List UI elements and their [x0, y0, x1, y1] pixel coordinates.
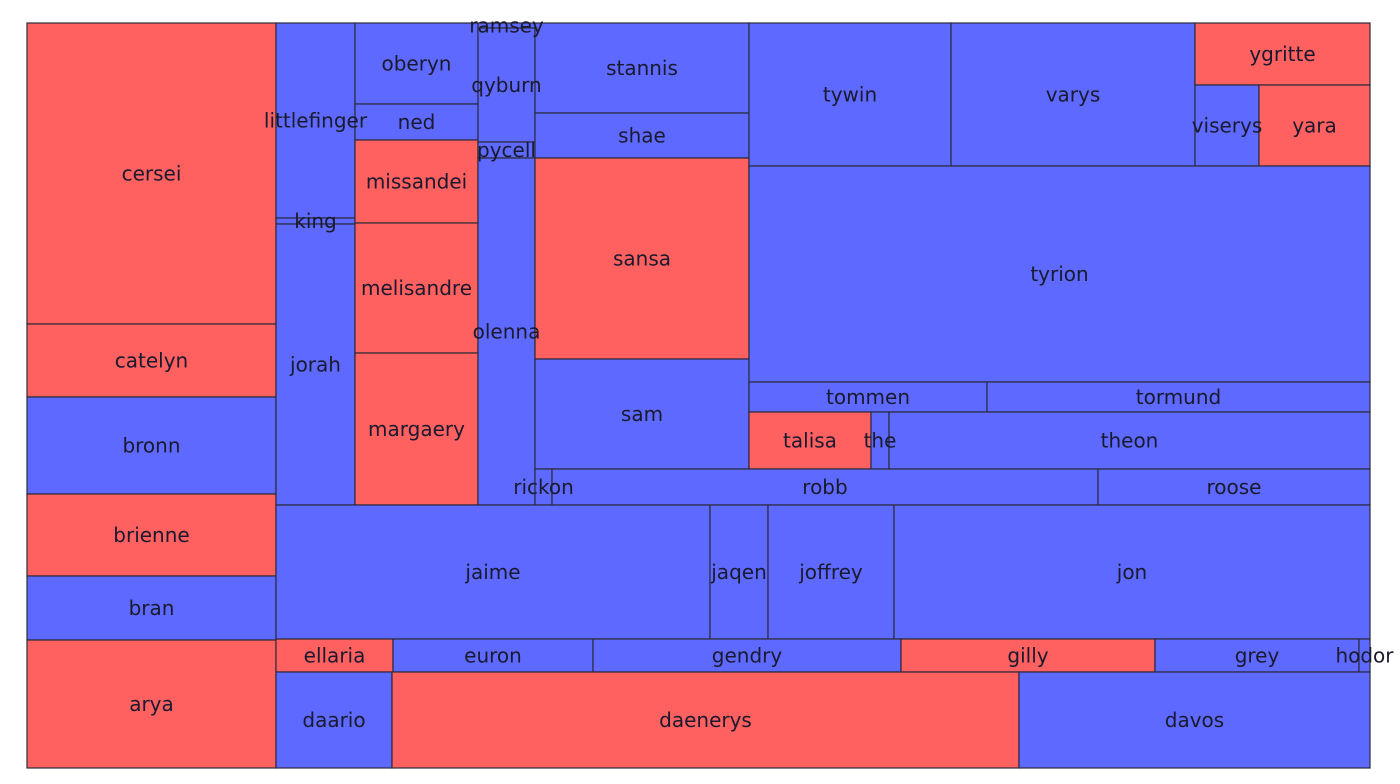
treemap-cell-melisandre	[354, 222, 479, 354]
treemap-label-melisandre: melisandre	[361, 276, 472, 300]
treemap-cell-daenerys	[391, 671, 1020, 769]
treemap-cell-arya	[26, 639, 277, 769]
treemap-label-euron: euron	[464, 644, 522, 668]
treemap-label-bronn: bronn	[122, 434, 180, 458]
treemap-label-viserys: viserys	[1192, 114, 1263, 138]
treemap-label-daenerys: daenerys	[659, 708, 752, 732]
treemap-cell-sam	[534, 358, 750, 470]
treemap-label-ned: ned	[398, 110, 436, 134]
treemap-label-sam: sam	[621, 402, 663, 426]
treemap-cell-bronn	[26, 396, 277, 495]
treemap-cell-joffrey	[767, 504, 895, 640]
treemap-cell-qyburn	[477, 27, 536, 143]
treemap-cell-yara	[1258, 84, 1371, 167]
treemap-cell-cersei	[26, 22, 277, 325]
cells-layer	[26, 22, 1371, 769]
treemap-cell-oberyn	[354, 22, 479, 105]
treemap-cell-missandei	[354, 139, 479, 224]
treemap-cell-jon	[893, 504, 1371, 640]
treemap-label-oberyn: oberyn	[382, 52, 452, 76]
treemap-cell-tyrion	[748, 165, 1371, 383]
treemap-label-jaqen: jaqen	[710, 560, 767, 584]
treemap-label-tyrion: tyrion	[1030, 262, 1088, 286]
treemap-cell-stannis	[534, 22, 750, 114]
treemap-cell-gilly	[900, 638, 1156, 673]
treemap-cell-varys	[950, 22, 1196, 167]
treemap-label-daario: daario	[302, 708, 365, 732]
treemap-cell-olenna	[477, 157, 536, 506]
treemap-label-catelyn: catelyn	[115, 349, 188, 373]
treemap-cell-gendry	[592, 638, 902, 673]
treemap-cell-catelyn	[26, 323, 277, 398]
treemap-cell-viserys	[1194, 84, 1260, 167]
treemap-label-tommen: tommen	[826, 385, 910, 409]
treemap-cell-daario	[275, 671, 393, 769]
treemap-label-pycell: pycell	[477, 138, 536, 162]
treemap-label-tywin: tywin	[823, 83, 877, 107]
treemap-label-jorah: jorah	[289, 353, 341, 377]
treemap-cell-tywin	[748, 22, 952, 167]
treemap-cell-davos	[1018, 671, 1371, 769]
treemap-cell-euron	[392, 638, 594, 673]
treemap-cell-jaime	[275, 504, 711, 640]
treemap-label-littlefinger: littlefinger	[264, 109, 368, 133]
treemap-label-margaery: margaery	[368, 417, 465, 441]
treemap-cell-tommen	[748, 381, 988, 413]
treemap-label-brienne: brienne	[113, 523, 189, 547]
treemap-label-ellaria: ellaria	[304, 644, 366, 668]
treemap-label-sansa: sansa	[613, 247, 671, 271]
treemap-label-olenna: olenna	[473, 320, 541, 344]
treemap-cell-jaqen	[709, 504, 769, 640]
treemap-label-davos: davos	[1165, 708, 1224, 732]
treemap-label-shae: shae	[618, 124, 666, 148]
treemap-label-robb: robb	[802, 475, 847, 499]
treemap-cell-roose	[1097, 468, 1371, 506]
treemap-label-ramsey: ramsey	[469, 14, 544, 38]
treemap-label-jaime: jaime	[464, 560, 520, 584]
treemap-label-talisa: talisa	[783, 429, 837, 453]
treemap-label-tormund: tormund	[1136, 385, 1221, 409]
treemap-label-jon: jon	[1116, 560, 1147, 584]
treemap-label-gilly: gilly	[1007, 644, 1048, 668]
treemap-label-king: king	[294, 209, 337, 233]
treemap-label-stannis: stannis	[606, 56, 678, 80]
treemap-cell-shae	[534, 112, 750, 159]
treemap-label-the: the	[864, 429, 897, 453]
treemap-cell-theon	[888, 411, 1371, 470]
treemap-label-hodor: hodor	[1335, 644, 1394, 668]
treemap-cell-margaery	[354, 352, 479, 506]
treemap-label-joffrey: joffrey	[798, 560, 863, 584]
treemap-cell-bran	[26, 575, 277, 641]
treemap-label-cersei: cersei	[122, 162, 182, 186]
treemap-cell-ygritte	[1194, 22, 1371, 86]
treemap-label-yara: yara	[1292, 114, 1337, 138]
treemap-label-arya: arya	[129, 692, 174, 716]
treemap-label-theon: theon	[1101, 429, 1159, 453]
treemap-label-roose: roose	[1207, 475, 1262, 499]
treemap-label-ygritte: ygritte	[1249, 42, 1315, 66]
treemap-cell-jorah	[275, 223, 356, 506]
treemap-label-qyburn: qyburn	[471, 73, 541, 97]
treemap-cell-brienne	[26, 493, 277, 577]
treemap-label-missandei: missandei	[366, 170, 467, 194]
treemap-label-grey: grey	[1235, 644, 1280, 668]
treemap-label-varys: varys	[1046, 83, 1101, 107]
labels-layer: cersei catelyn bronn brienne bran arya littlef…	[113, 14, 1394, 733]
treemap-label-bran: bran	[129, 596, 175, 620]
treemap-label-gendry: gendry	[712, 644, 783, 668]
treemap-label-rickon: rickon	[513, 475, 574, 499]
